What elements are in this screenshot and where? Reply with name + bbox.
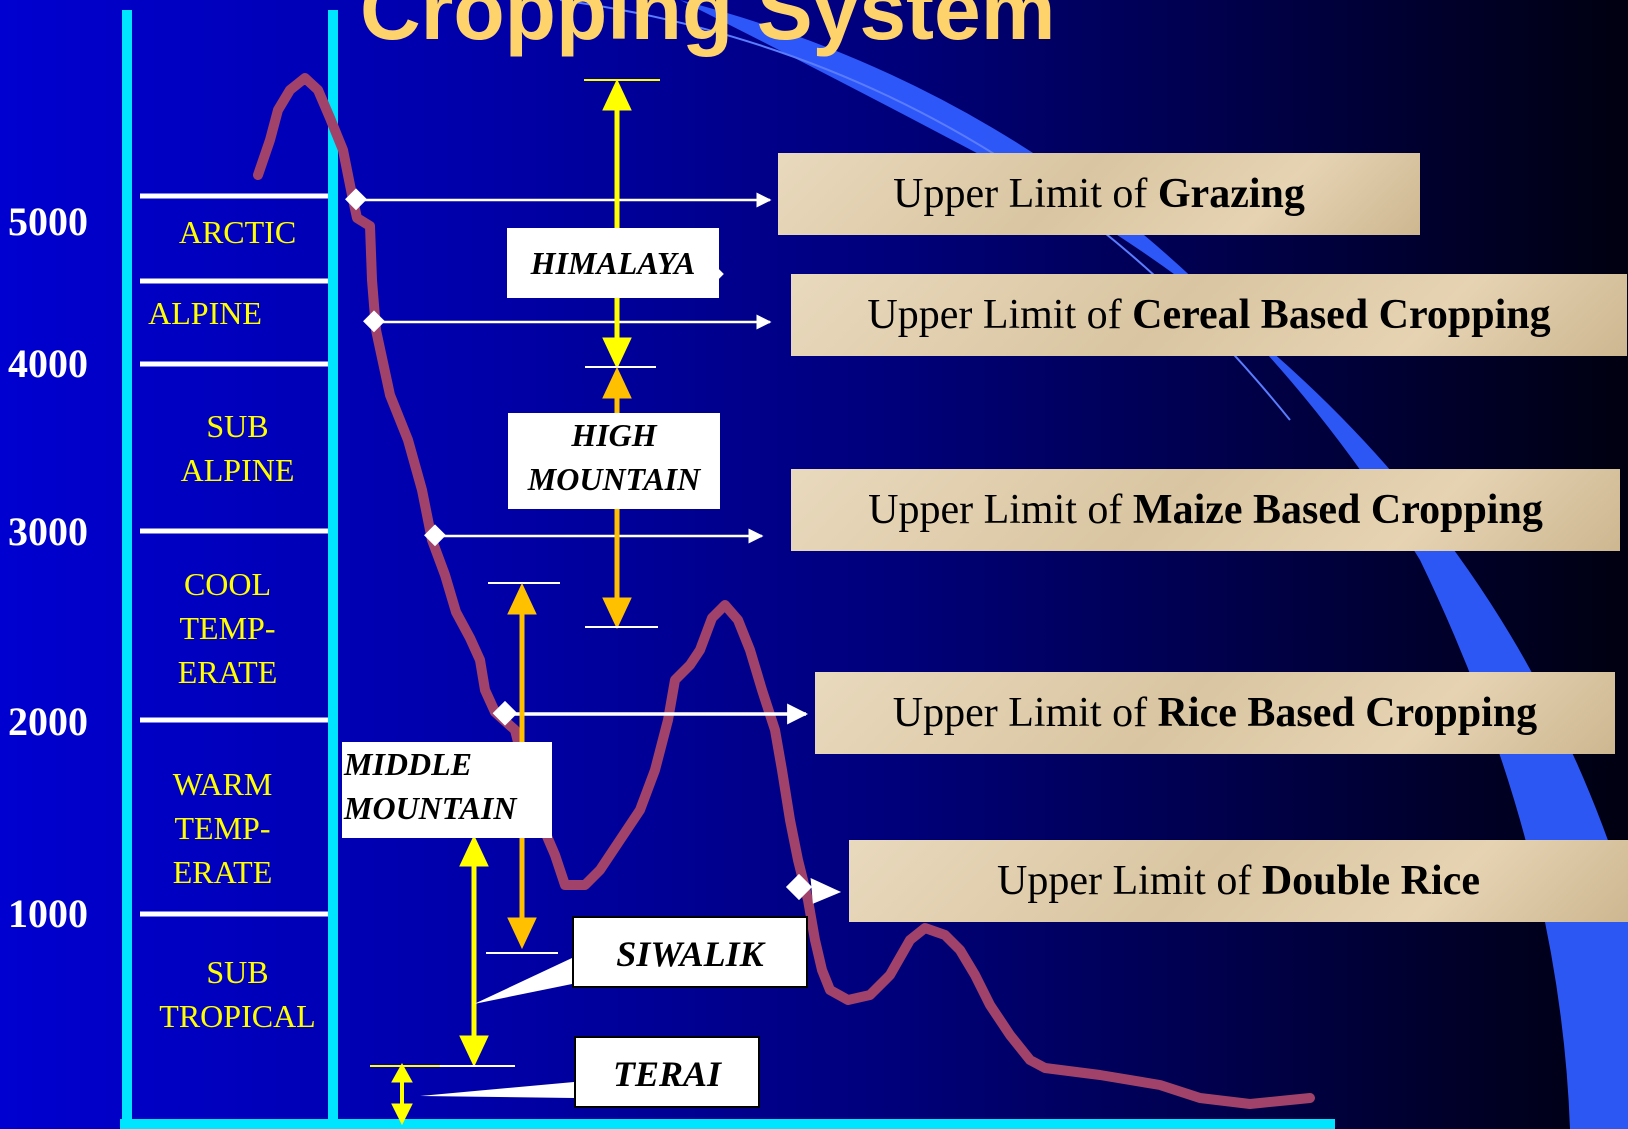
- altitude-tick-3000: 3000: [8, 509, 88, 554]
- limit-maize-prefix: Upper Limit of: [868, 487, 1133, 533]
- altitude-tick-4000: 4000: [8, 341, 88, 386]
- siwalik-callout-tail: [474, 958, 572, 1004]
- limit-grazing-prefix: Upper Limit of: [893, 171, 1158, 217]
- limit-grazing-value: Grazing: [1157, 171, 1305, 217]
- limit-rice-prefix: Upper Limit of: [892, 690, 1158, 736]
- altitude-tick-1000: 1000: [8, 891, 88, 936]
- zone-sub-alpine-line-2: ALPINE: [180, 452, 295, 488]
- terai-callout-tail: [420, 1082, 574, 1098]
- terai-range-arrow: [370, 1062, 440, 1126]
- slide-title: Cropping System: [360, 0, 1056, 57]
- limit-rice-value: Rice Based Cropping: [1157, 690, 1538, 736]
- region-middle-mountain-line-2: MOUNTAIN: [344, 790, 517, 826]
- limit-double-rice: Upper Limit of Double Rice: [849, 840, 1628, 922]
- altitude-frame: [120, 10, 1335, 1129]
- limit-rice-based-cropping: Upper Limit of Rice Based Cropping: [815, 672, 1615, 754]
- limit-double-rice-value: Double Rice: [1261, 858, 1480, 904]
- region-middle-mountain-line-1: MIDDLE: [344, 746, 473, 782]
- himalaya-range-arrow: [584, 78, 660, 370]
- limit-maize-based-cropping: Upper Limit of Maize Based Cropping: [791, 469, 1620, 551]
- region-terai: TERAI: [574, 1036, 760, 1108]
- zone-sub-tropical-line-2: TROPICAL: [159, 998, 316, 1034]
- background-swoosh: [680, 0, 1628, 1129]
- zone-arctic: ARCTIC: [178, 214, 297, 250]
- zone-cool-temperate: COOL TEMP- ERATE: [130, 562, 325, 694]
- limit-maize-value: Maize Based Cropping: [1132, 487, 1543, 533]
- zone-warm-temperate-line-1: WARM: [172, 766, 273, 802]
- zone-sub-tropical: SUB TROPICAL: [140, 950, 335, 1038]
- zone-cool-temperate-line-2: TEMP-: [179, 610, 276, 646]
- limit-cereal-value: Cereal Based Cropping: [1132, 292, 1551, 338]
- zone-warm-temperate-line-2: TEMP-: [174, 810, 271, 846]
- zone-sub-tropical-line-1: SUB: [206, 954, 269, 990]
- zone-alpine: ALPINE: [148, 295, 262, 331]
- zone-sub-alpine: SUB ALPINE: [140, 404, 335, 492]
- region-high-mountain-line-2: MOUNTAIN: [527, 461, 701, 497]
- limit-cereal-prefix: Upper Limit of: [867, 292, 1133, 338]
- zone-cool-temperate-line-1: COOL: [183, 566, 272, 602]
- limit-grazing: Upper Limit of Grazing: [778, 153, 1420, 235]
- altitude-tick-5000: 5000: [8, 199, 88, 244]
- zone-warm-temperate: WARM TEMP- ERATE: [125, 762, 320, 894]
- region-high-mountain-line-1: HIGH: [571, 417, 657, 453]
- terrain-profile: [253, 73, 1315, 1109]
- zone-cool-temperate-line-3: ERATE: [177, 654, 278, 690]
- limit-pointers: [345, 188, 842, 904]
- zone-sub-alpine-line-1: SUB: [206, 408, 269, 444]
- zone-warm-temperate-line-3: ERATE: [172, 854, 273, 890]
- region-middle-mountain: MIDDLE MOUNTAIN: [342, 742, 552, 838]
- limit-cereal-based-cropping: Upper Limit of Cereal Based Cropping: [791, 274, 1627, 356]
- altitude-tick-2000: 2000: [8, 699, 88, 744]
- region-high-mountain: HIGH MOUNTAIN: [508, 413, 720, 509]
- limit-double-rice-prefix: Upper Limit of: [997, 858, 1262, 904]
- siwalik-range-arrow: [440, 834, 515, 1068]
- zone-boundaries: [140, 193, 328, 917]
- region-himalaya: HIMALAYA: [507, 228, 719, 298]
- region-siwalik: SIWALIK: [572, 916, 808, 988]
